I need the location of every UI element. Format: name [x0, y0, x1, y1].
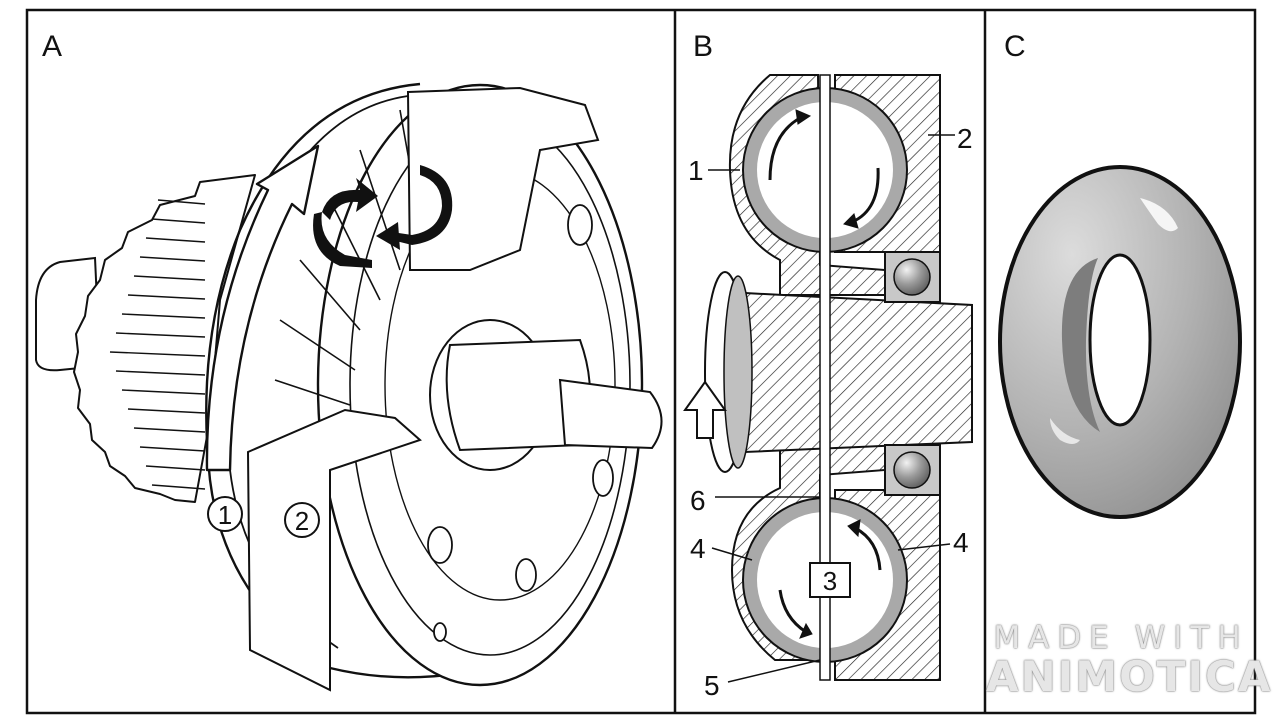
- gear-tooth-line: [133, 427, 206, 433]
- flow-arrows: [768, 109, 882, 639]
- flow-arrow-up: [205, 144, 320, 472]
- callout-2: 2: [957, 123, 973, 154]
- torus-3d: [998, 165, 1242, 519]
- gear-tooth-line: [109, 351, 206, 357]
- callout-6: 6: [690, 485, 706, 516]
- gear-tooth-line: [127, 408, 206, 414]
- callout-5: 5: [704, 670, 720, 701]
- panel-a-letter: A: [42, 30, 62, 63]
- torus-highlight-bottom: [1050, 418, 1080, 444]
- shaft-tip: [558, 378, 663, 450]
- label-1-text: 1: [218, 500, 232, 530]
- upper-cutaway: [406, 86, 600, 271]
- gap-strip: [819, 74, 831, 681]
- input-rotation-ring: [683, 271, 753, 473]
- panel-c-letter: C: [1004, 30, 1026, 63]
- gear-tooth-line: [127, 294, 206, 300]
- gear-tooth-line: [151, 484, 206, 490]
- outer-frame: [25, 8, 1257, 715]
- watermark-line-2: ANIMOTICA: [986, 652, 1273, 701]
- gear-tooth-line: [121, 389, 206, 395]
- callout-1: 1: [688, 155, 704, 186]
- gear-tooth-line: [115, 370, 206, 376]
- panel-c: C: [998, 30, 1242, 519]
- bearing-top: [884, 251, 941, 303]
- callout-4-right: 4: [953, 527, 969, 558]
- rotation-arrow-left-icon: [313, 178, 378, 268]
- bearing-bottom: [884, 444, 941, 496]
- callout-4-left: 4: [690, 533, 706, 564]
- panel-b-letter: B: [693, 30, 713, 63]
- shaft: [429, 319, 663, 471]
- leader-lines: [708, 134, 955, 683]
- rotation-up-arrow-icon: [683, 380, 727, 439]
- gear-tooth-line: [145, 465, 206, 471]
- gear-tooth-line: [139, 256, 206, 262]
- label-circle-2: 2: [284, 502, 320, 538]
- lower-cutaway: [246, 408, 422, 692]
- panel-a: A: [35, 30, 663, 692]
- rotation-arrow-right-icon: [376, 165, 453, 250]
- torus-hole: [1088, 253, 1152, 427]
- gear-tooth-line: [145, 237, 206, 243]
- label-2-text: 2: [295, 506, 309, 536]
- label-circle-1: 1: [207, 496, 243, 532]
- gear-tooth-lines: [109, 199, 206, 490]
- gear-tooth-line: [121, 313, 206, 319]
- turbine-shaft: [744, 291, 973, 454]
- torus-highlight-top: [1140, 198, 1178, 232]
- label-3-text: 3: [823, 566, 837, 596]
- gear-tooth-line: [115, 332, 206, 338]
- label-box-3: [809, 562, 851, 598]
- watermark-line-1: MADE WITH: [993, 620, 1249, 656]
- gear-tooth-line: [157, 199, 206, 205]
- panel-b: B: [683, 30, 973, 701]
- gear-tooth-line: [133, 275, 206, 281]
- gear-tooth-line: [139, 446, 206, 452]
- gear-tooth-line: [151, 218, 206, 224]
- torus-inner-shadow: [1061, 258, 1100, 432]
